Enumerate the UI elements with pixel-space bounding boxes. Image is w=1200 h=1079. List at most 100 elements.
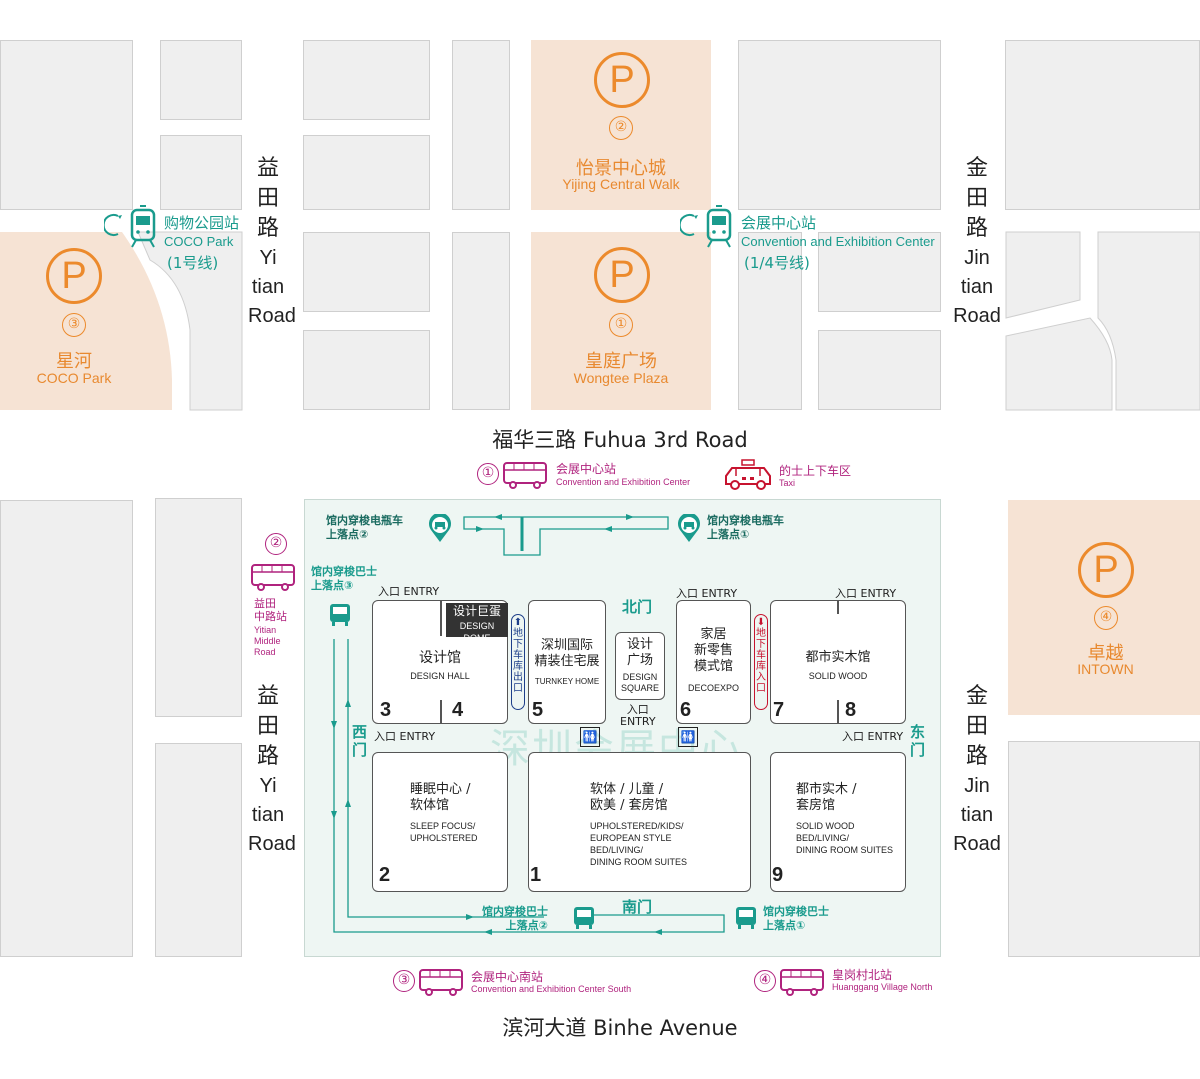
shuttle-bus-icon [736, 907, 756, 929]
bus-icon [251, 564, 295, 591]
city-block [0, 40, 133, 210]
curved-road-blocks [0, 231, 1200, 411]
city-block [155, 743, 242, 957]
hall-number: 1 [530, 864, 542, 886]
city-block [303, 232, 430, 312]
ev-cart-pin-icon [678, 514, 700, 542]
hall-divider [440, 700, 442, 724]
city-block [303, 330, 430, 410]
bus-icon [503, 462, 547, 489]
hall-1[interactable] [528, 752, 751, 892]
down-arrow-icon: ⬇ [756, 617, 766, 628]
hall-name-en: SLEEP FOCUS/ UPHOLSTERED [410, 821, 478, 843]
hall-number: 9 [772, 864, 784, 886]
hall-name-en: UPHOLSTERED/KIDS/ EUROPEAN STYLE BED/LIV… [590, 821, 688, 867]
bus-stop-number: ④ [754, 970, 776, 992]
metro-station-en: COCO Park [164, 234, 234, 249]
taxi-label-cn: 的士上下车区 [779, 464, 852, 478]
hall-name-cn: 设计馆 [419, 650, 461, 666]
parking-number: ② [609, 116, 633, 140]
hall-name-en: SOLID WOOD [808, 671, 868, 681]
road-label-jintian-bottom: 金 田 路 Jin tian Road [953, 684, 1001, 855]
shuttle-route-lines [331, 514, 725, 935]
ev-cart-pin-icon [429, 514, 451, 542]
road-label-fuhua: 福华三路 Fuhua 3rd Road [492, 428, 748, 452]
city-block [155, 498, 242, 717]
shuttle-bus-icon [330, 604, 350, 626]
hall-number: 6 [680, 699, 692, 721]
gate-north: 北门 [622, 598, 653, 616]
entry-label: 入口 ENTRY [378, 585, 440, 598]
city-block [303, 40, 430, 120]
garage-entrance: ⬇地下车库入口 [754, 614, 768, 710]
gate-east: 东 门 [910, 723, 926, 759]
bus-stop-name-en: Convention and Exhibition Center [556, 477, 691, 487]
hall-divider [837, 700, 839, 724]
road-label-yitian-top: 益 田 路 Yi tian Road [248, 156, 296, 327]
city-block [1005, 40, 1200, 210]
hall-name-cn: 设计 广场 [626, 637, 653, 668]
city-block [1008, 741, 1200, 957]
hall-number: 2 [379, 864, 391, 886]
city-block [818, 330, 941, 410]
road-label-yitian-bottom: 益 田 路 Yi tian Road [248, 684, 296, 855]
parking-name-en: COCO Park [36, 370, 112, 386]
hall-9[interactable] [770, 752, 906, 892]
hall-name-cn: 都市实木 / 套房馆 [796, 782, 857, 813]
city-block [0, 500, 133, 957]
bus-stop-name-cn: 益田 中路站 [254, 597, 287, 623]
hall-divider [837, 600, 839, 614]
entry-label: 入口 ENTRY [676, 587, 738, 600]
hall-name-en: DESIGN SQUARE [620, 672, 659, 693]
taxi-label-en: Taxi [779, 478, 796, 488]
shuttle-bus-stop-label: 馆内穿梭巴士 上落点① [763, 905, 829, 932]
parking-name-en: Wongtee Plaza [573, 370, 669, 386]
shuttle-bus-stop-label: 馆内穿梭巴士 上落点② [482, 905, 548, 932]
city-block [738, 40, 941, 210]
restroom-icon: 🚻 [678, 727, 698, 747]
ev-cart-stop-label: 馆内穿梭电瓶车 上落点① [707, 514, 784, 541]
parking-name-cn: 星河 [56, 351, 92, 372]
parking-name-cn: 皇庭广场 [585, 351, 657, 372]
garage-entrance-label: 地下车库入口 [756, 628, 766, 694]
up-arrow-icon: ⬆ [513, 617, 523, 628]
hall-number: 8 [845, 699, 857, 721]
design-dome-badge[interactable]: 设计巨蛋 DESIGN DOME [446, 603, 508, 643]
design-square[interactable] [615, 632, 665, 700]
entry-label: 入口 ENTRY [374, 730, 436, 743]
road-label-binhe: 滨河大道 Binhe Avenue [502, 1016, 738, 1040]
bus-stop-name-en: Yitian Middle Road [254, 625, 281, 657]
parking-icon: P [594, 52, 650, 108]
restroom-icon: 🚻 [580, 727, 600, 747]
shuttle-bus-stop-label: 馆内穿梭巴士 上落点③ [311, 565, 377, 592]
hall-number: 3 [380, 699, 392, 721]
metro-train-icon [680, 205, 732, 248]
hall-6[interactable] [676, 600, 751, 724]
city-block [452, 232, 510, 410]
parking-number: ① [609, 313, 633, 337]
hall-2[interactable] [372, 752, 508, 892]
bus-stop-name-cn: 会展中心南站 [471, 970, 544, 984]
bus-stop-number: ② [265, 533, 287, 555]
bus-stop-name-en: Huanggang Village North [832, 982, 933, 992]
bus-stop-name-cn: 皇岗村北站 [832, 968, 893, 982]
parking-icon: P [1078, 542, 1134, 598]
bus-stop-name-en: Convention and Exhibition Center South [471, 984, 632, 994]
parking-icon: P [46, 248, 102, 304]
ev-cart-stop-label: 馆内穿梭电瓶车 上落点② [326, 514, 403, 541]
bus-stop-name-cn: 会展中心站 [556, 462, 617, 476]
parking-name-cn: 卓越 [1087, 643, 1124, 664]
hall-5[interactable] [528, 600, 606, 724]
entry-label: 入口 ENTRY [620, 703, 656, 728]
garage-exit-label: 地下车库出口 [513, 628, 523, 694]
hall-number: 5 [532, 699, 544, 721]
city-block [160, 40, 242, 120]
bus-icon [419, 969, 463, 996]
hall-name-en: SOLID WOOD BED/LIVING/ DINING ROOM SUITE… [796, 821, 894, 855]
metro-line: (1/4号线) [744, 254, 810, 272]
hall-name-en: DECOEXPO [687, 683, 739, 693]
city-block [818, 232, 941, 312]
hall-name-cn: 软体 / 儿童 / 欧美 / 套房馆 [590, 782, 668, 813]
gate-west: 西 门 [352, 723, 368, 759]
